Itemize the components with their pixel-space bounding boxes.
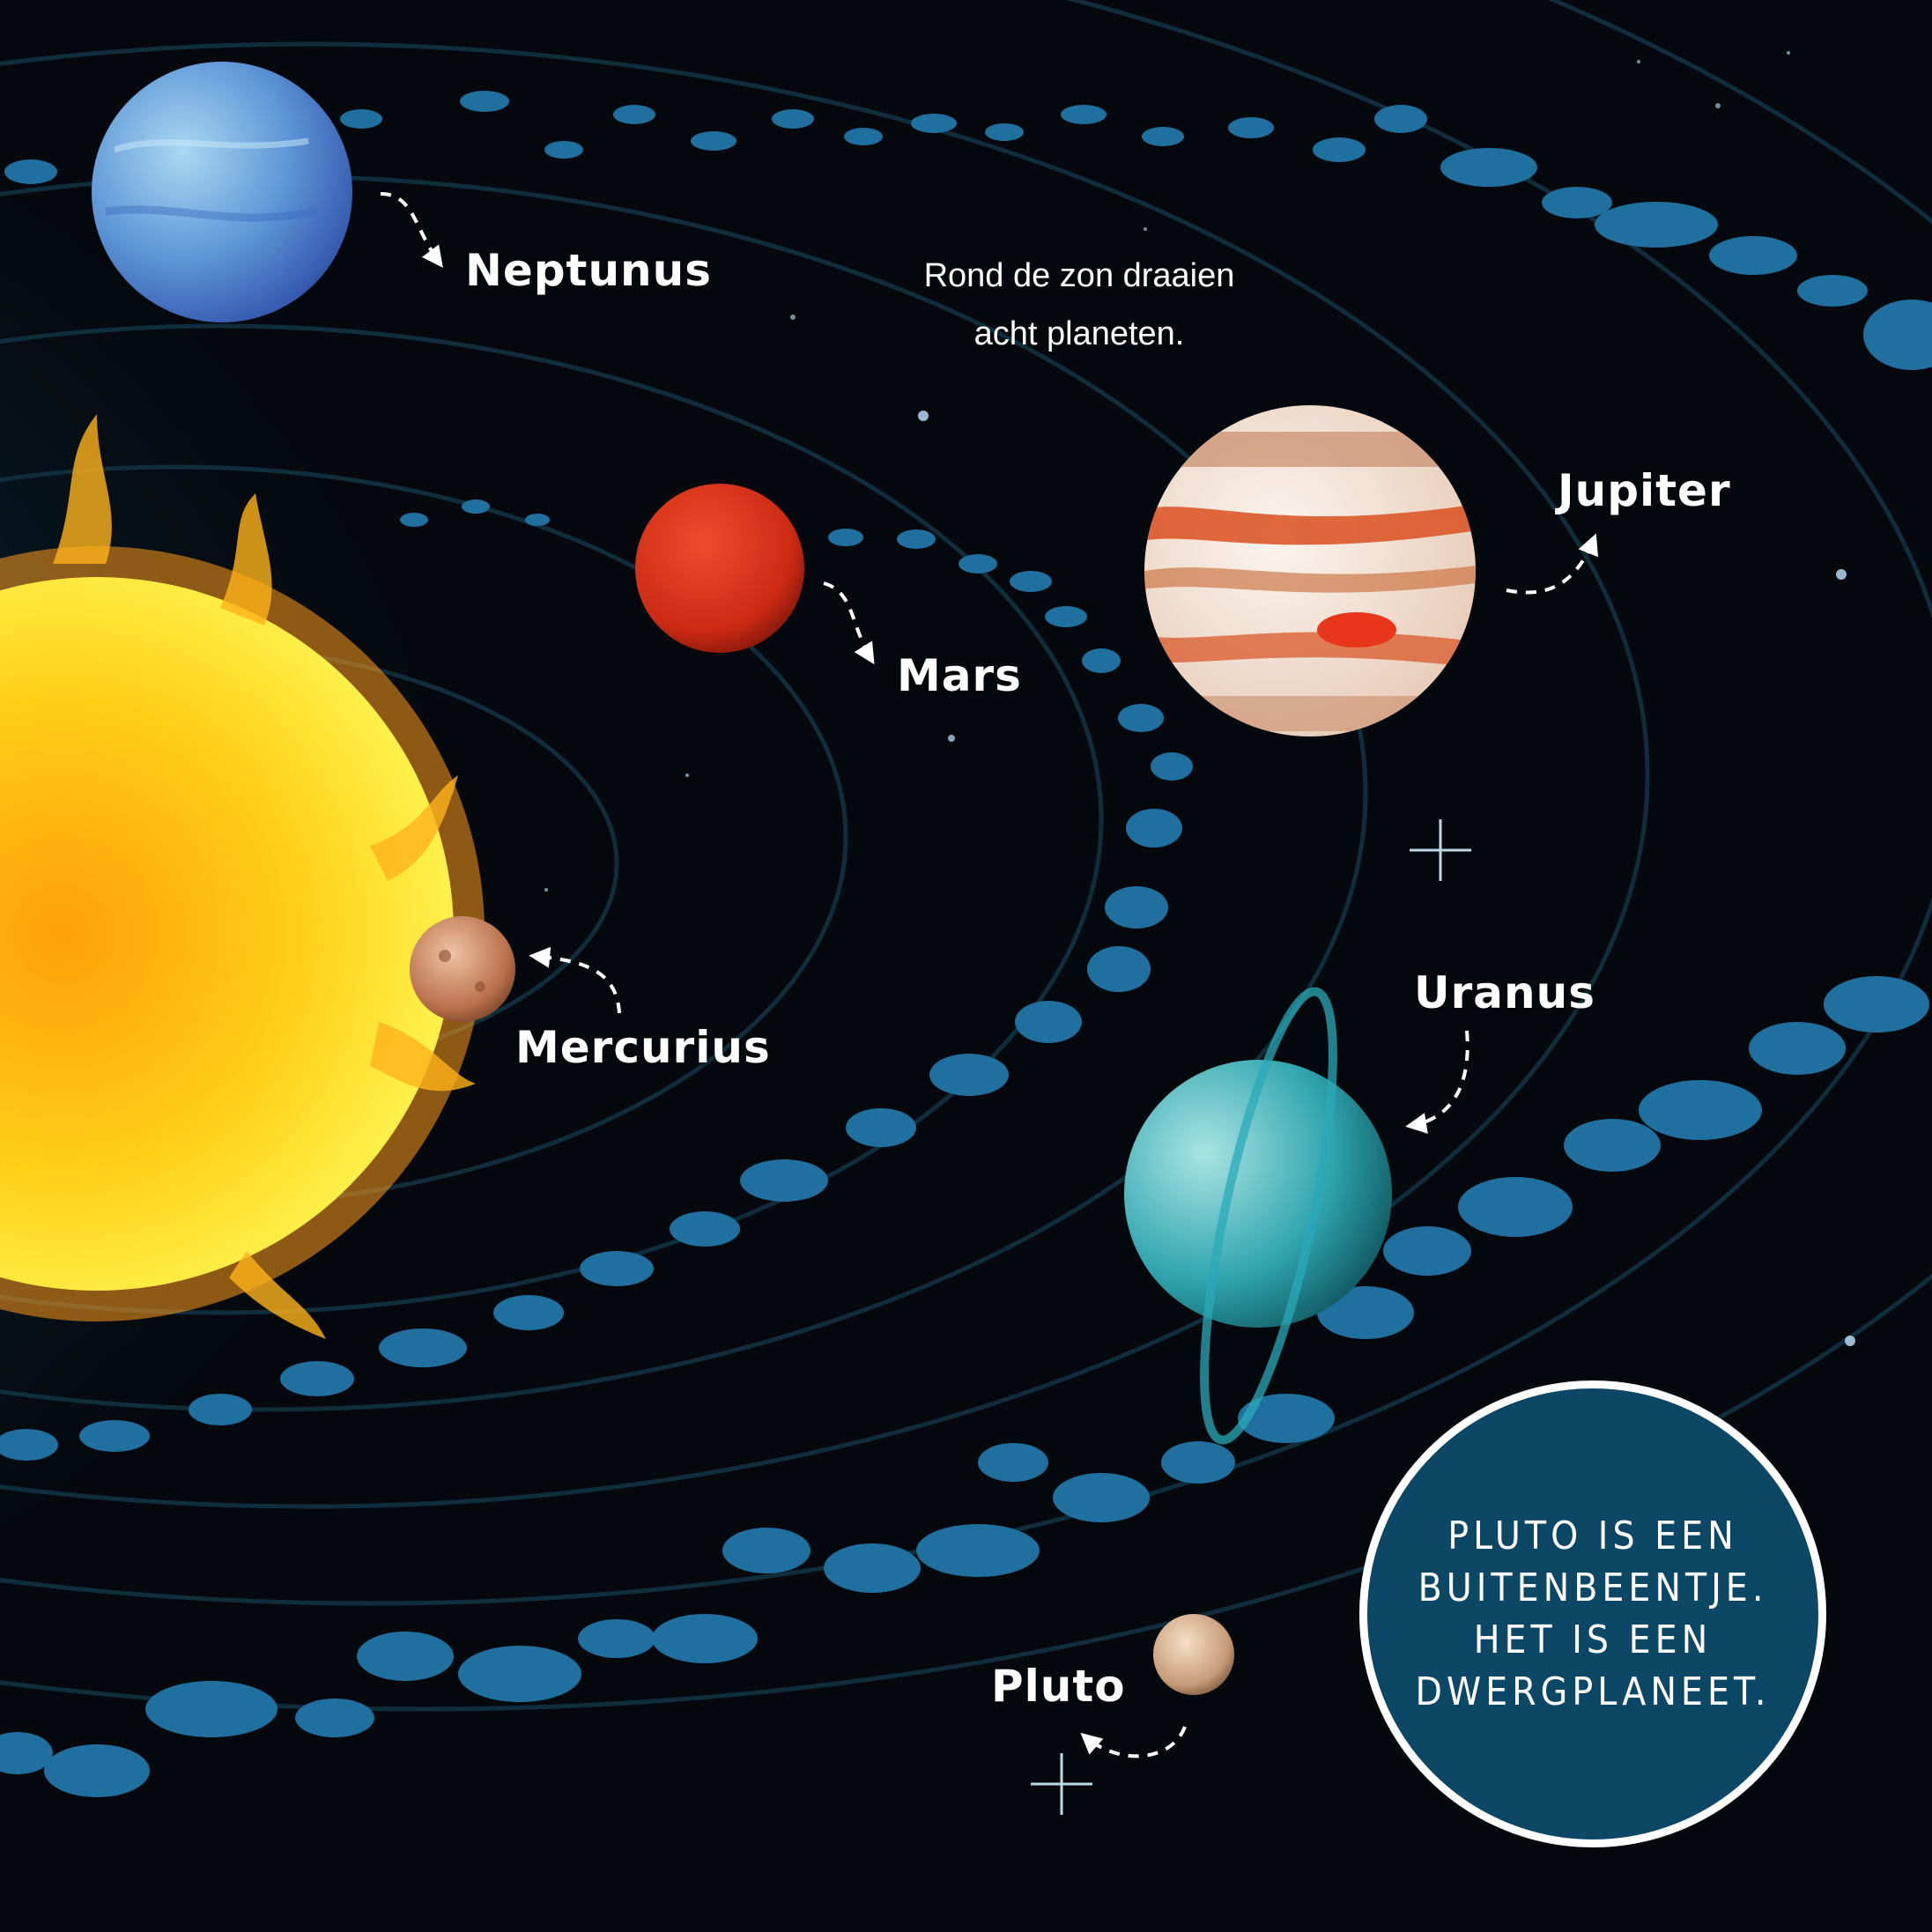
mars-arrow <box>823 581 875 665</box>
callout-line-4: DWERGPLANEET. <box>1415 1669 1771 1714</box>
uranus-arrow <box>1405 1030 1469 1134</box>
mercury-arrow <box>529 946 621 1014</box>
pluto-planet <box>1153 1614 1234 1695</box>
neptune-label: Neptunus <box>465 245 712 296</box>
neptune-planet <box>92 62 352 322</box>
pluto-arrow <box>1080 1726 1187 1758</box>
callout-line-1: PLUTO IS EEN <box>1447 1514 1738 1558</box>
pluto-callout: PLUTO IS EEN BUITENBEENTJE. HET IS EEN D… <box>1359 1381 1826 1847</box>
jupiter-arrow <box>1506 533 1599 595</box>
mars-label: Mars <box>897 650 1022 701</box>
sun <box>0 414 485 1339</box>
callout-line-3: HET IS EEN <box>1473 1617 1713 1662</box>
intro-line-2: acht planeten. <box>973 315 1185 352</box>
pluto-label: Pluto <box>991 1661 1126 1712</box>
neptune-arrow <box>380 192 443 268</box>
uranus-planet <box>1124 987 1392 1445</box>
callout-line-2: BUITENBEENTJE. <box>1418 1566 1768 1610</box>
intro-line-1: Rond de zon draaien <box>923 257 1235 294</box>
jupiter-label: Jupiter <box>1558 465 1731 516</box>
mars-planet <box>635 484 804 653</box>
intro-text: Rond de zon draaien acht planeten. <box>846 247 1313 363</box>
uranus-label: Uranus <box>1414 967 1595 1018</box>
mercury-planet <box>410 916 515 1022</box>
mercury-label: Mercurius <box>515 1022 771 1073</box>
